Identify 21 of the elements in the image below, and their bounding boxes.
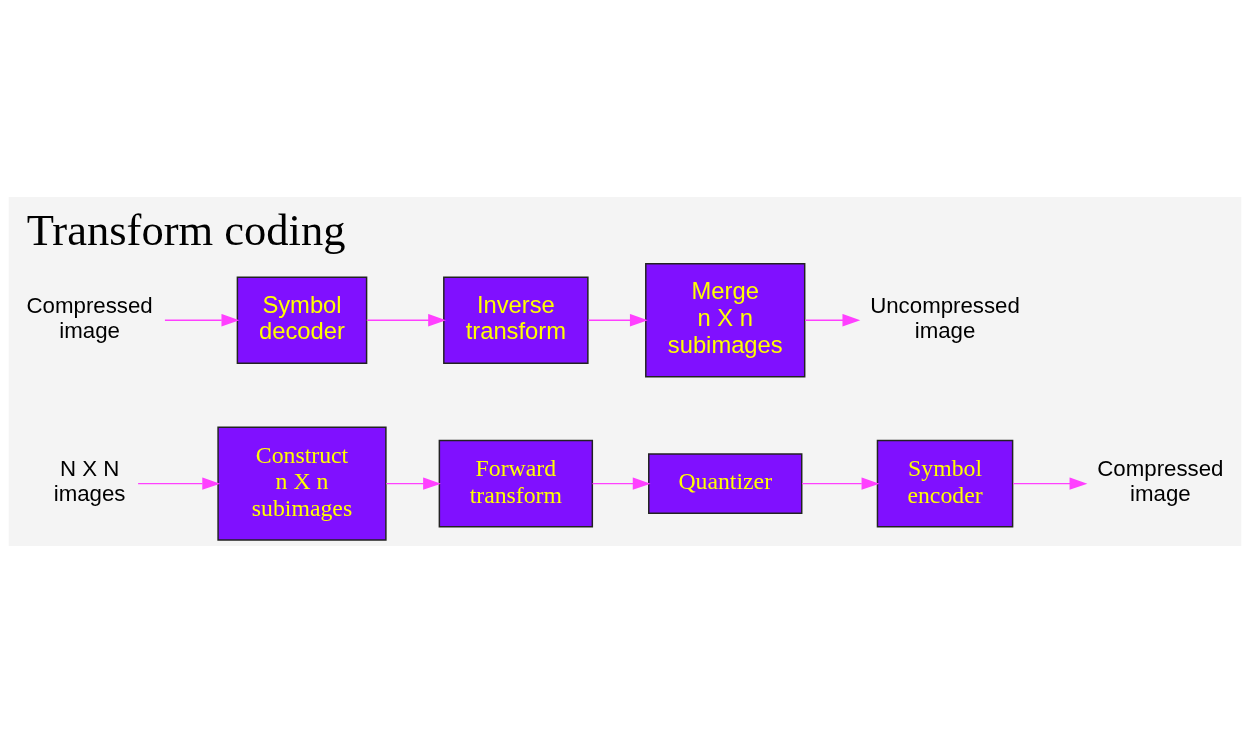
arrow [587, 313, 648, 326]
node-box: Inverse transform [443, 275, 589, 364]
node-box: Construct n X n subimages [217, 425, 387, 541]
node-box: Symbol encoder [876, 439, 1014, 527]
arrow [385, 476, 441, 490]
arrow [1012, 476, 1088, 490]
arrow [164, 313, 240, 326]
node-box: Quantizer [648, 452, 803, 514]
node-box: Merge n X n subimages [645, 262, 806, 377]
node-text: Compressed image [1097, 455, 1224, 506]
node-text: Uncompressed image [870, 292, 1020, 343]
node-box: Symbol decoder [236, 275, 368, 364]
diagram-title: Transform coding [26, 204, 346, 255]
arrow [366, 313, 446, 326]
arrow [137, 476, 221, 490]
node-box: Forward transform [438, 439, 594, 527]
node-text: Compressed image [26, 292, 153, 343]
arrow [801, 476, 880, 490]
arrow [804, 313, 861, 326]
node-text: N X N images [53, 455, 126, 506]
arrow [591, 476, 651, 490]
